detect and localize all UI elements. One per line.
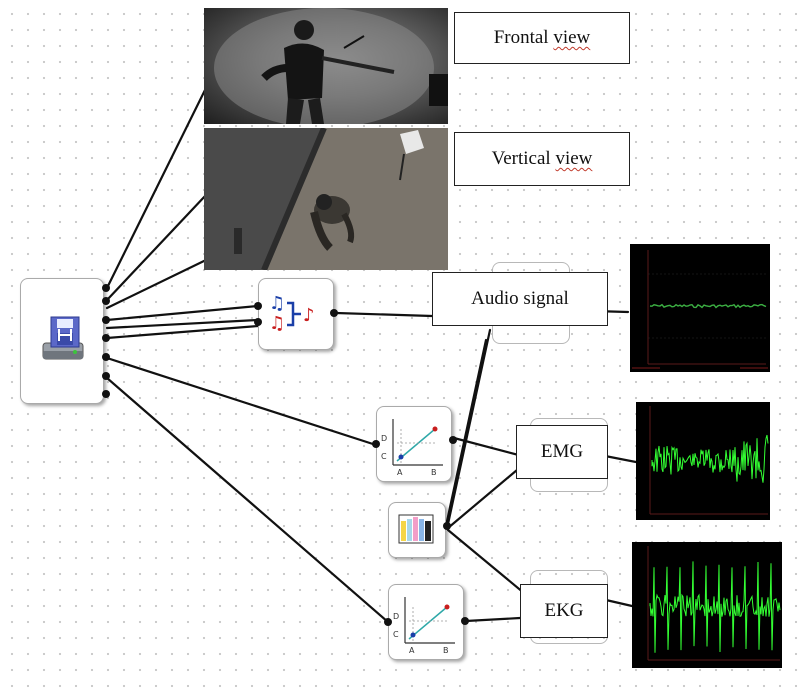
audio-trace	[649, 303, 767, 309]
svg-text:C: C	[393, 630, 399, 639]
vertical-view-video	[204, 128, 448, 270]
ekg-waveform	[647, 546, 781, 661]
vertical-view-label: Vertical view	[454, 132, 630, 186]
audio-merge-node[interactable]: ♫ ♫ ♪	[258, 278, 334, 350]
source-port-1[interactable]	[102, 284, 110, 292]
violinist-frontal-image	[214, 8, 448, 124]
source-port-4[interactable]	[102, 334, 110, 342]
vertical-view-label-word: view	[555, 148, 593, 169]
wire-source-frontal	[105, 86, 208, 290]
wire-source-audio-2	[105, 318, 260, 330]
vertical-view-label-prefix: Vertical	[491, 148, 556, 169]
svg-text:B: B	[431, 468, 437, 477]
disk-drive-icon	[42, 316, 84, 360]
wire-merge-audio-out	[334, 311, 434, 318]
color-bars-icon	[398, 514, 434, 544]
emg-scope	[636, 402, 770, 520]
wire-source-vertical-1	[105, 193, 208, 302]
wire-colormap-ekg	[446, 528, 532, 600]
ekg-plot-in[interactable]	[384, 618, 392, 626]
frontal-view-label-word: view	[553, 27, 591, 48]
frontal-view-label: Frontal view	[454, 12, 630, 64]
emg-trace	[651, 434, 769, 483]
audio-merge-in-1[interactable]	[254, 302, 262, 310]
wire-ekg-scope	[604, 598, 634, 608]
audio-signal-scope	[630, 244, 770, 372]
colormap-node[interactable]	[388, 502, 446, 558]
svg-text:D: D	[381, 434, 387, 443]
wire-colormap-audio	[446, 328, 492, 526]
ekg-trace	[649, 561, 781, 653]
wire-source-plot-emg	[105, 356, 378, 447]
emg-plot-node[interactable]: D C A B	[376, 406, 452, 482]
svg-text:♫: ♫	[269, 293, 285, 314]
wire-colormap-audio-2	[444, 338, 488, 528]
colormap-out[interactable]	[443, 522, 451, 530]
emg-plot-out[interactable]	[449, 436, 457, 444]
svg-text:♪: ♪	[303, 305, 315, 326]
svg-text:B: B	[443, 646, 449, 655]
data-source-node[interactable]	[20, 278, 104, 404]
audio-signal-label-text: Audio signal	[471, 288, 569, 309]
audio-merge-in-2[interactable]	[254, 318, 262, 326]
wire-source-vertical-2	[105, 258, 208, 310]
audio-merge-out[interactable]	[330, 309, 338, 317]
line-plot-icon: D C A B	[393, 597, 455, 655]
svg-text:D: D	[393, 612, 399, 621]
ekg-label: EKG	[520, 584, 608, 638]
wire-source-audio-3	[105, 324, 260, 340]
wire-colormap-emg	[446, 468, 519, 530]
wire-plot-ekg-out	[464, 616, 522, 623]
emg-waveform	[649, 406, 769, 515]
wire-source-audio-1	[105, 304, 260, 322]
svg-text:♫: ♫	[269, 313, 285, 334]
source-port-3[interactable]	[102, 316, 110, 324]
frontal-view-video	[204, 8, 448, 124]
emg-plot-in[interactable]	[372, 440, 380, 448]
ekg-label-text: EKG	[544, 600, 584, 621]
wire-source-plot-ekg	[105, 376, 390, 624]
audio-waveform	[632, 250, 768, 369]
line-plot-icon: D C A B	[381, 419, 443, 477]
emg-label-text: EMG	[540, 441, 584, 462]
frontal-view-label-prefix: Frontal	[493, 27, 554, 48]
violinist-vertical-image	[204, 128, 448, 270]
source-port-5[interactable]	[102, 353, 110, 361]
svg-text:C: C	[381, 452, 387, 461]
ekg-scope	[632, 542, 782, 668]
source-port-2[interactable]	[102, 297, 110, 305]
source-port-7[interactable]	[102, 390, 110, 398]
svg-text:A: A	[397, 468, 403, 477]
source-port-6[interactable]	[102, 372, 110, 380]
ekg-plot-out[interactable]	[461, 617, 469, 625]
music-notes-merge-icon: ♫ ♫ ♪	[269, 293, 315, 334]
emg-label: EMG	[516, 425, 608, 479]
svg-text:A: A	[409, 646, 415, 655]
audio-signal-label: Audio signal	[432, 272, 608, 326]
ekg-plot-node[interactable]: D C A B	[388, 584, 464, 660]
